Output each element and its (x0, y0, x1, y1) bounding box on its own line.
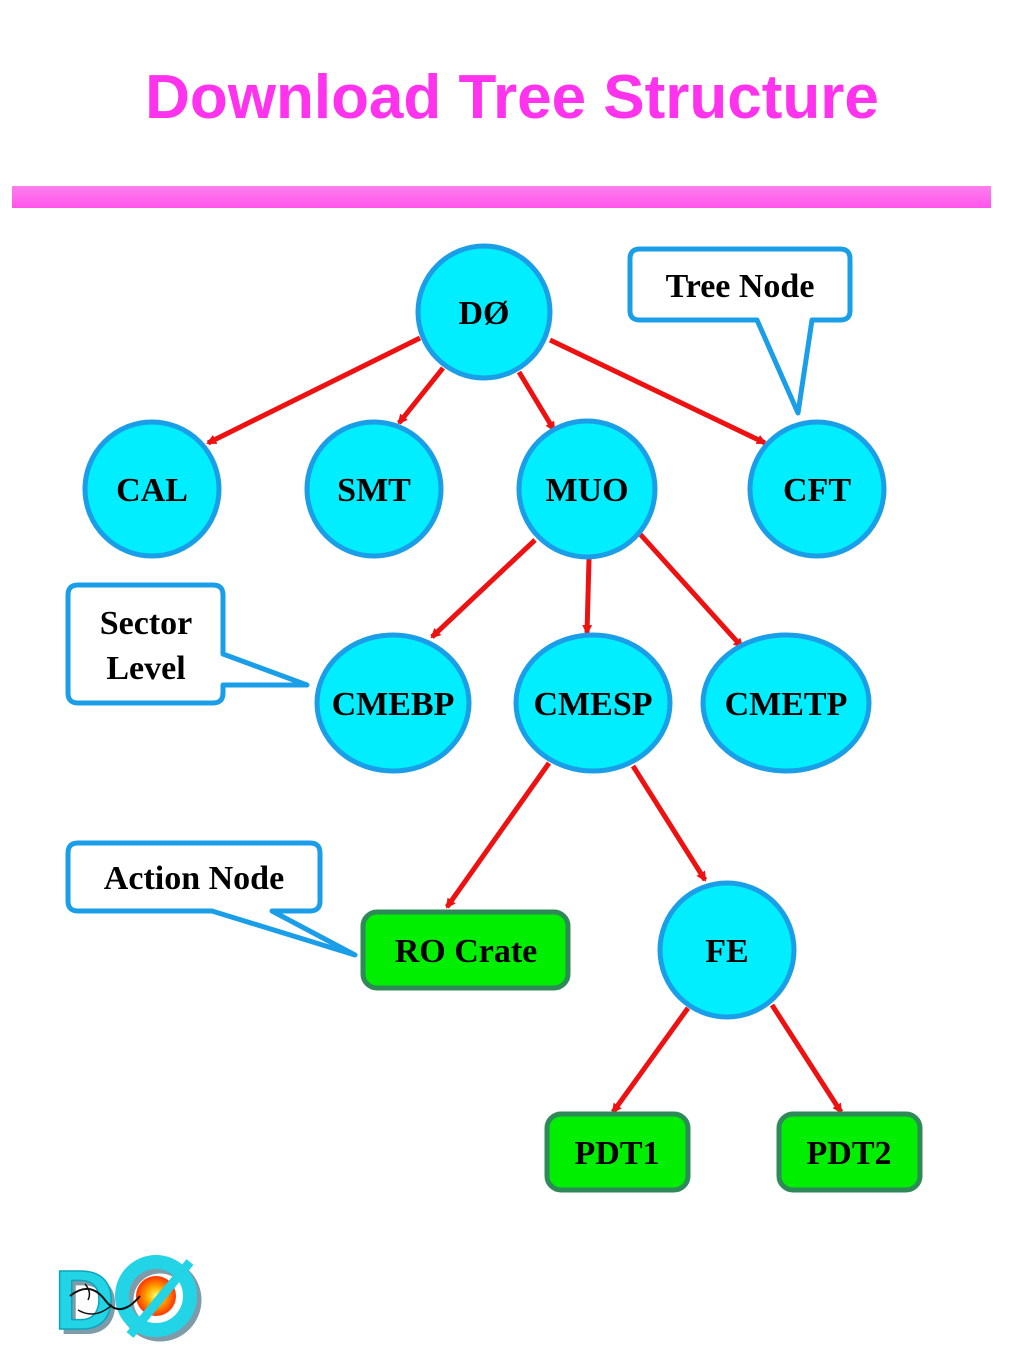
callout-sector-level-line1: Sector (100, 605, 193, 642)
edge-muo-cmebp (430, 538, 537, 639)
tree-node-d0-label: DØ (459, 295, 510, 332)
tree-node-cmebp-label: CMEBP (332, 686, 455, 723)
callout-tree-node-label: Tree Node (666, 268, 815, 305)
edge-d0-cal (206, 335, 422, 446)
action-node-ro-crate-label: RO Crate (395, 933, 538, 970)
tree-node-fe[interactable]: FE (657, 880, 797, 1020)
tree-node-cmesp[interactable]: CMESP (513, 632, 673, 774)
edge-fe-pdt1 (610, 1006, 691, 1114)
page-title: Download Tree Structure (145, 63, 879, 132)
edge-muo-cmesp (582, 558, 593, 635)
tree-node-d0[interactable]: DØ (415, 243, 553, 381)
d0-logo-icon: D D (53, 1252, 202, 1352)
tree-node-cmetp-label: CMETP (725, 686, 848, 723)
edge-fe-pdt2 (769, 1003, 844, 1114)
edge-muo-cmetp (638, 532, 744, 649)
action-node-ro-crate[interactable]: RO Crate (360, 909, 571, 991)
tree-node-muo-label: MUO (545, 472, 628, 509)
action-node-pdt2[interactable]: PDT2 (776, 1111, 923, 1193)
callout-sector-level-line2: Level (106, 650, 185, 687)
action-node-pdt1-label: PDT1 (575, 1135, 660, 1172)
callout-action-node-label: Action Node (104, 860, 284, 897)
edge-d0-smt (397, 366, 445, 425)
tree-node-smt-label: SMT (337, 472, 411, 509)
tree-node-cmebp[interactable]: CMEBP (314, 632, 472, 774)
tree-node-fe-label: FE (705, 933, 748, 970)
tree-node-cmetp[interactable]: CMETP (700, 632, 872, 774)
action-node-pdt2-label: PDT2 (807, 1135, 892, 1172)
action-node-pdt1[interactable]: PDT1 (544, 1111, 691, 1193)
edge-d0-muo (516, 370, 557, 432)
title-divider (12, 186, 991, 208)
tree-node-cft[interactable]: CFT (747, 419, 887, 559)
callout-tree-node: Tree Node (627, 246, 853, 416)
tree-edges (206, 335, 844, 1114)
callout-sector-level: Sector Level (65, 582, 310, 706)
tree-node-muo[interactable]: MUO (516, 418, 658, 560)
callout-action-node: Action Node (65, 840, 358, 958)
tree-node-cal-label: CAL (116, 472, 188, 509)
tree-node-cmesp-label: CMESP (534, 686, 653, 723)
edge-cmesp-fe (630, 764, 708, 882)
edge-d0-cft (548, 337, 767, 446)
tree-node-smt[interactable]: SMT (304, 419, 444, 559)
edge-cmesp-ro-crate (444, 761, 552, 909)
tree-node-cal[interactable]: CAL (82, 419, 222, 559)
tree-node-cft-label: CFT (783, 472, 851, 509)
